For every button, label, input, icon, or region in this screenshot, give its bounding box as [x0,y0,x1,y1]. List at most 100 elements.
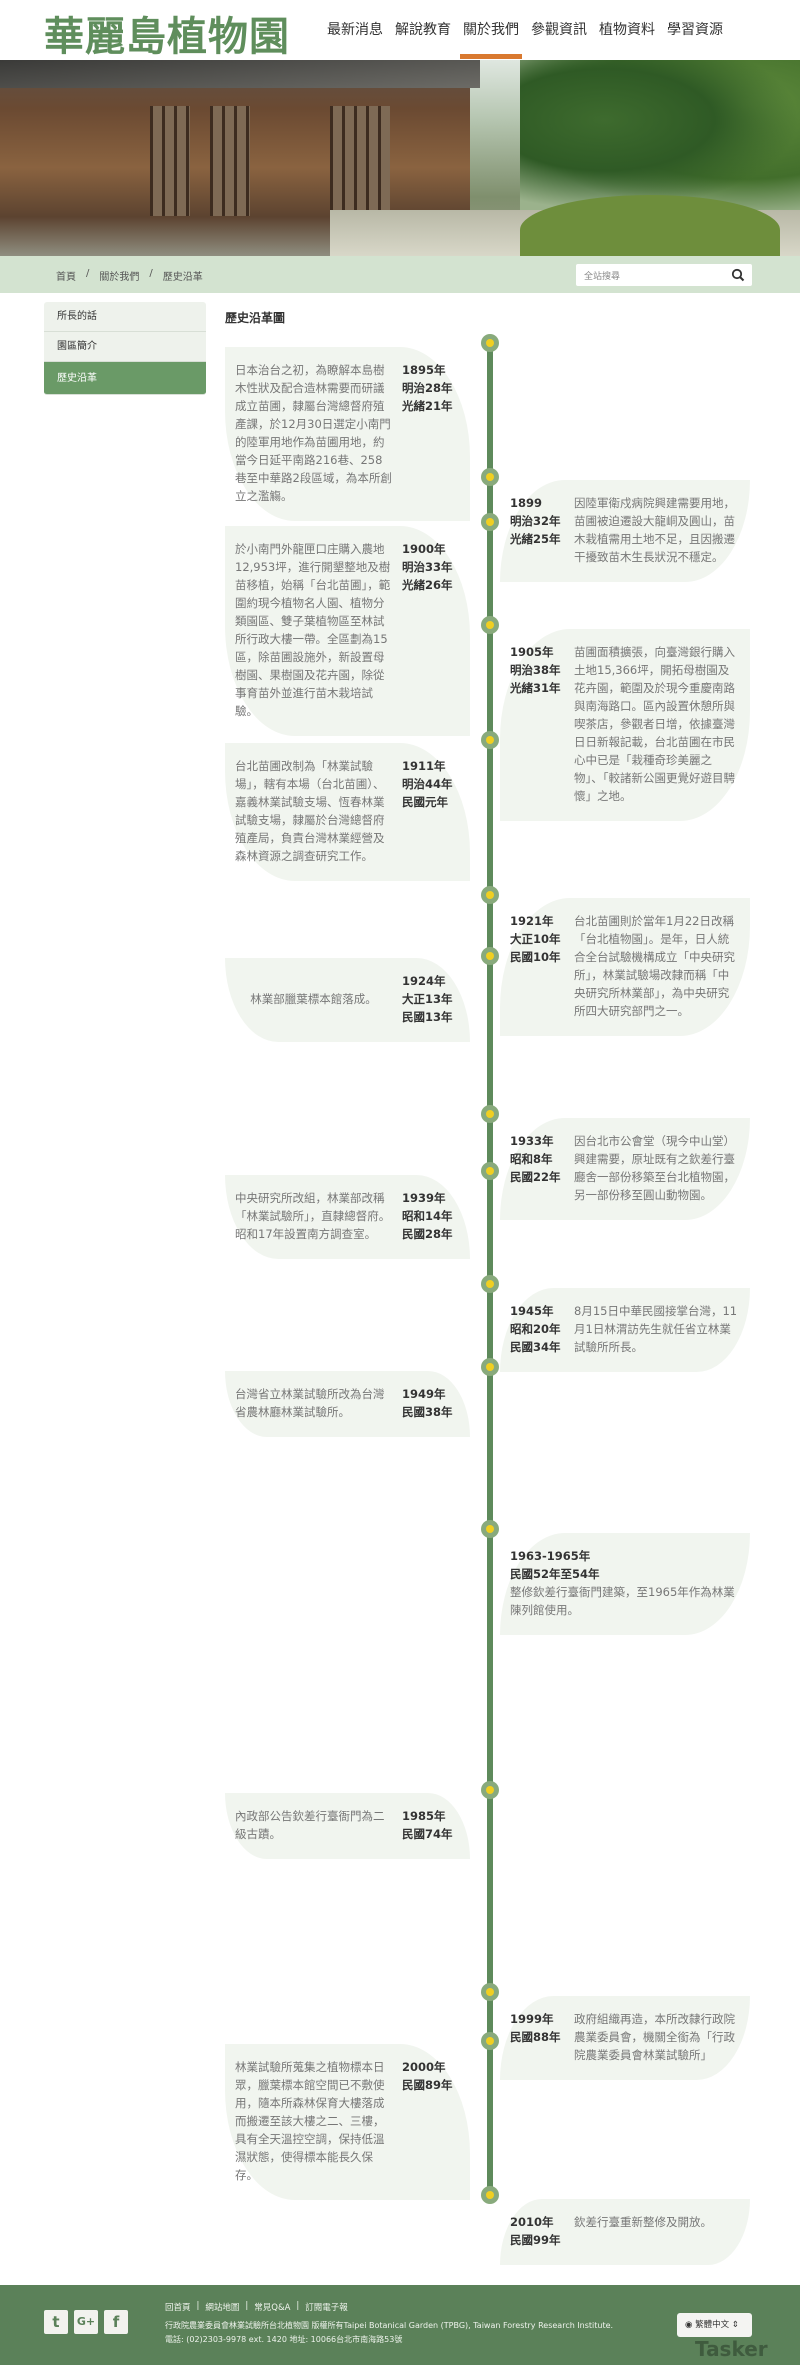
nav-learning[interactable]: 學習資源 [667,22,723,38]
hero-window [210,106,250,216]
year-line: 1911年 [402,759,446,773]
year-line: 1905年 [510,645,554,659]
footer-link-newsletter[interactable]: 訂閱電子報 [305,2303,348,2313]
timeline-text: 欽差行臺重新整修及開放。 [574,2215,712,2229]
sidebar-item-director-message[interactable]: 所長的話 [44,302,206,332]
timeline-dot [481,2032,499,2050]
timeline-text: 內政部公告欽差行臺衙門為二級古蹟。 [235,1809,385,1841]
year-line: 昭和14年 [402,1209,453,1223]
timeline-entry: 內政部公告欽差行臺衙門為二級古蹟。1985年民國74年 [225,1793,470,1859]
timeline-year: 2000年民國89年 [402,2058,460,2184]
timeline-text: 因台北市公會堂（現今中山堂）興建需要，原址既有之欽差行臺廳舍一部份移築至台北植物… [574,1134,735,1202]
year-line: 2000年 [402,2060,446,2074]
search-icon[interactable] [731,268,745,282]
timeline-dot [481,731,499,749]
year-line: 民國28年 [402,1227,453,1241]
site-logo[interactable]: 華麗島植物園 [44,13,290,60]
site-footer: t G+ f 回首頁 | 網站地圖 | 常見Q&A | 訂閱電子報 行政院農業委… [0,2285,800,2365]
year-line: 昭和20年 [510,1322,561,1336]
language-select[interactable]: ◉ 繁體中文 ⇕ [677,2313,752,2337]
year-line: 民國99年 [510,2233,561,2247]
nav-education[interactable]: 解說教育 [395,22,451,38]
breadcrumb: 首頁 / 關於我們 / 歷史沿革 [56,268,203,283]
year-line: 明治28年 [402,381,453,395]
year-line: 光緒26年 [402,578,453,592]
footer-link-faq[interactable]: 常見Q&A [254,2303,291,2313]
timeline-year: 1949年民國38年 [402,1385,460,1421]
year-line: 1900年 [402,542,446,556]
timeline-text: 日本治台之初，為瞭解本島樹木性狀及配合造林需要而研議成立苗圃，隸屬台灣總督府殖產… [235,363,392,503]
year-line: 大正13年 [402,992,453,1006]
timeline-dot [481,1520,499,1538]
year-line: 光緒21年 [402,399,453,413]
breadcrumb-about[interactable]: 關於我們 [99,272,140,283]
timeline-entry: 1963-1965年民國52年至54年整修欽差行臺衙門建築，至1965年作為林業… [500,1533,750,1635]
timeline-year: 1911年明治44年民國元年 [402,757,460,865]
hero-window [150,106,190,216]
timeline-text: 8月15日中華民國接掌台灣，11月1日林渭訪先生就任省立林業試驗所所長。 [574,1304,738,1354]
main-nav: 最新消息 解說教育 關於我們 參觀資訊 植物資料 學習資源 [326,19,724,59]
timeline-text: 中央研究所改組，林業部改稱「林業試驗所」，直隸總督府。昭和17年設置南方調查室。 [235,1191,391,1241]
google-plus-icon[interactable]: G+ [74,2310,98,2334]
tasker-watermark: Tasker [695,2337,768,2361]
timeline-dot [481,1781,499,1799]
timeline-dot [481,1983,499,2001]
year-line: 光緒25年 [510,532,561,546]
twitter-icon[interactable]: t [44,2310,68,2334]
footer-copyright: 行政院農業委員會林業試驗所台北植物園 版權所有Taipei Botanical … [165,2321,614,2330]
breadcrumb-home[interactable]: 首頁 [56,272,76,283]
timeline-dot [481,1275,499,1293]
year-line: 明治33年 [402,560,453,574]
breadcrumb-current: 歷史沿革 [162,272,203,283]
timeline-year: 1921年大正10年民國10年 [510,912,568,1020]
timeline-dot [481,886,499,904]
sidebar-item-history[interactable]: 歷史沿革 [44,362,206,395]
page-title: 歷史沿革圖 [225,311,286,325]
timeline-dot [481,1162,499,1180]
year-line: 1899 [510,496,543,510]
year-line: 民國10年 [510,950,561,964]
year-line: 1924年 [402,974,446,988]
timeline-entry: 1999年民國88年政府組織再造，本所改隸行政院農業委員會，機關全銜為「行政院農… [500,1996,750,2080]
breadcrumb-bar: 首頁 / 關於我們 / 歷史沿革 全站搜尋 [0,256,800,293]
sidebar-menu: 所長的話 園區簡介 歷史沿革 [44,302,206,395]
timeline-dot [481,1105,499,1123]
nav-about[interactable]: 關於我們 [460,19,522,59]
timeline-year: 1899 明治32年光緒25年 [510,494,568,566]
select-arrows-icon: ⇕ [729,2320,739,2330]
hero-window [330,106,390,216]
year-line: 明治32年 [510,514,561,528]
footer-separator: | [196,2301,200,2311]
timeline-entry: 於小南門外龍匣口庄購入農地12,953坪，進行開墾整地及樹苗移植，始稱「台北苗圃… [225,526,470,736]
timeline-entry: 1921年大正10年民國10年台北苗圃則於當年1月22日改稱「台北植物園」。是年… [500,898,750,1036]
year-line: 1933年 [510,1134,554,1148]
hero-moss [520,195,780,256]
language-value: 繁體中文 [695,2320,730,2330]
timeline-year: 1924年大正13年民國13年 [402,972,460,1026]
year-line: 2010年 [510,2215,554,2229]
timeline-year: 1939年昭和14年民國28年 [402,1189,460,1243]
timeline-year: 1933年昭和8年民國22年 [510,1132,568,1204]
year-line: 民國34年 [510,1340,561,1354]
sidebar-item-garden-intro[interactable]: 園區簡介 [44,332,206,362]
timeline-entry: 林業部臘葉標本館落成。1924年大正13年民國13年 [225,958,470,1042]
year-line: 1985年 [402,1809,446,1823]
footer-link-sitemap[interactable]: 網站地圖 [205,2303,240,2313]
nav-news[interactable]: 最新消息 [327,22,383,38]
timeline-year: 1963-1965年民國52年至54年 [510,1547,734,1583]
search-input[interactable]: 全站搜尋 [576,264,752,286]
nav-plants[interactable]: 植物資料 [599,22,655,38]
hero-banner-image [0,60,800,256]
timeline-dot [481,513,499,531]
timeline-line [487,342,493,2197]
footer-link-home[interactable]: 回首頁 [165,2303,191,2313]
timeline-year: 1945年昭和20年民國34年 [510,1302,568,1356]
site-header: 華麗島植物園 最新消息 解說教育 關於我們 參觀資訊 植物資料 學習資源 [0,0,800,60]
timeline-text: 因陸軍衛戍病院興建需要用地，苗圃被迫遷設大龍峒及圓山，苗木栽植需用土地不足，且因… [574,496,735,564]
year-line: 大正10年 [510,932,561,946]
timeline-year: 2010年民國99年 [510,2213,568,2249]
timeline-text: 台北苗圃改制為「林業試驗場」，轄有本場（台北苗圃）、嘉義林業試驗支場、恆春林業試… [235,759,385,863]
year-line: 1949年 [402,1387,446,1401]
facebook-icon[interactable]: f [104,2310,128,2334]
nav-visit[interactable]: 參觀資訊 [531,22,587,38]
